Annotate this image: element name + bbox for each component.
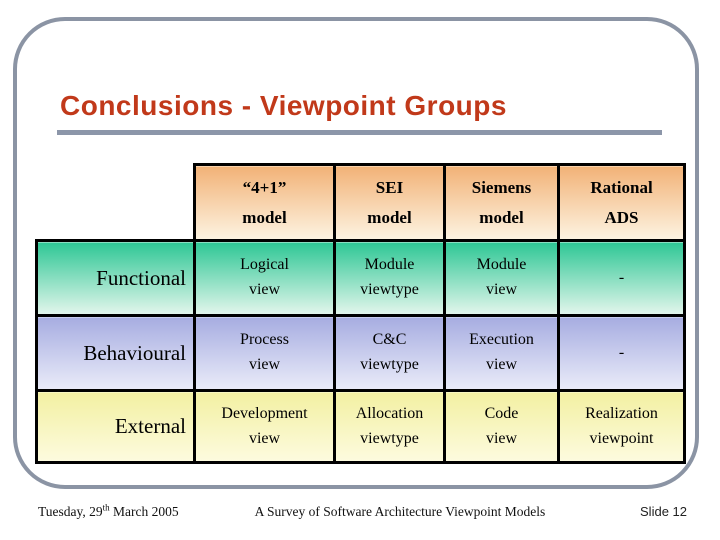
footer-date-superscript: th <box>102 502 110 513</box>
column-header-rational-ads: Rational ADS <box>557 163 686 242</box>
table-cell: Process view <box>193 314 336 392</box>
table-cell: Code view <box>443 389 560 464</box>
footer-date: Tuesday, 29th March 2005 <box>38 502 179 520</box>
table-cell: Module viewtype <box>333 239 446 317</box>
viewpoint-groups-table: “4+1” model SEI model Siemens model Rati… <box>35 163 686 464</box>
table-header-row: “4+1” model SEI model Siemens model Rati… <box>37 163 686 242</box>
footer-slide-number: Slide 12 <box>640 504 687 519</box>
table-cell: C&C viewtype <box>333 314 446 392</box>
table-cell: Realization viewpoint <box>557 389 686 464</box>
table-cell: - <box>557 239 686 317</box>
row-label-external: External <box>35 389 196 464</box>
footer-date-prefix: Tuesday, 29 <box>38 504 103 519</box>
page-title: Conclusions - Viewpoint Groups <box>60 90 507 121</box>
table-cell: Execution view <box>443 314 560 392</box>
row-label-functional: Functional <box>35 239 196 317</box>
table-cell: Logical view <box>193 239 336 317</box>
table-row-behavioural: Behavioural Process view C&C viewtype Ex… <box>35 314 686 392</box>
table-row-external: External Development view Allocation vie… <box>35 389 686 464</box>
footer-date-suffix: March 2005 <box>109 504 179 519</box>
slide-frame-border <box>13 17 699 489</box>
table-cell: Module view <box>443 239 560 317</box>
table-corner-cell <box>37 165 195 241</box>
row-label-behavioural: Behavioural <box>35 314 196 392</box>
table-cell: Allocation viewtype <box>333 389 446 464</box>
table-row-functional: Functional Logical view Module viewtype … <box>35 239 686 317</box>
column-header-4plus1-model: “4+1” model <box>193 163 336 242</box>
column-header-siemens-model: Siemens model <box>443 163 560 242</box>
table-cell: Development view <box>193 389 336 464</box>
footer-presentation-title: A Survey of Software Architecture Viewpo… <box>254 504 546 519</box>
title-underline <box>57 130 662 135</box>
table-cell: - <box>557 314 686 392</box>
column-header-sei-model: SEI model <box>333 163 446 242</box>
